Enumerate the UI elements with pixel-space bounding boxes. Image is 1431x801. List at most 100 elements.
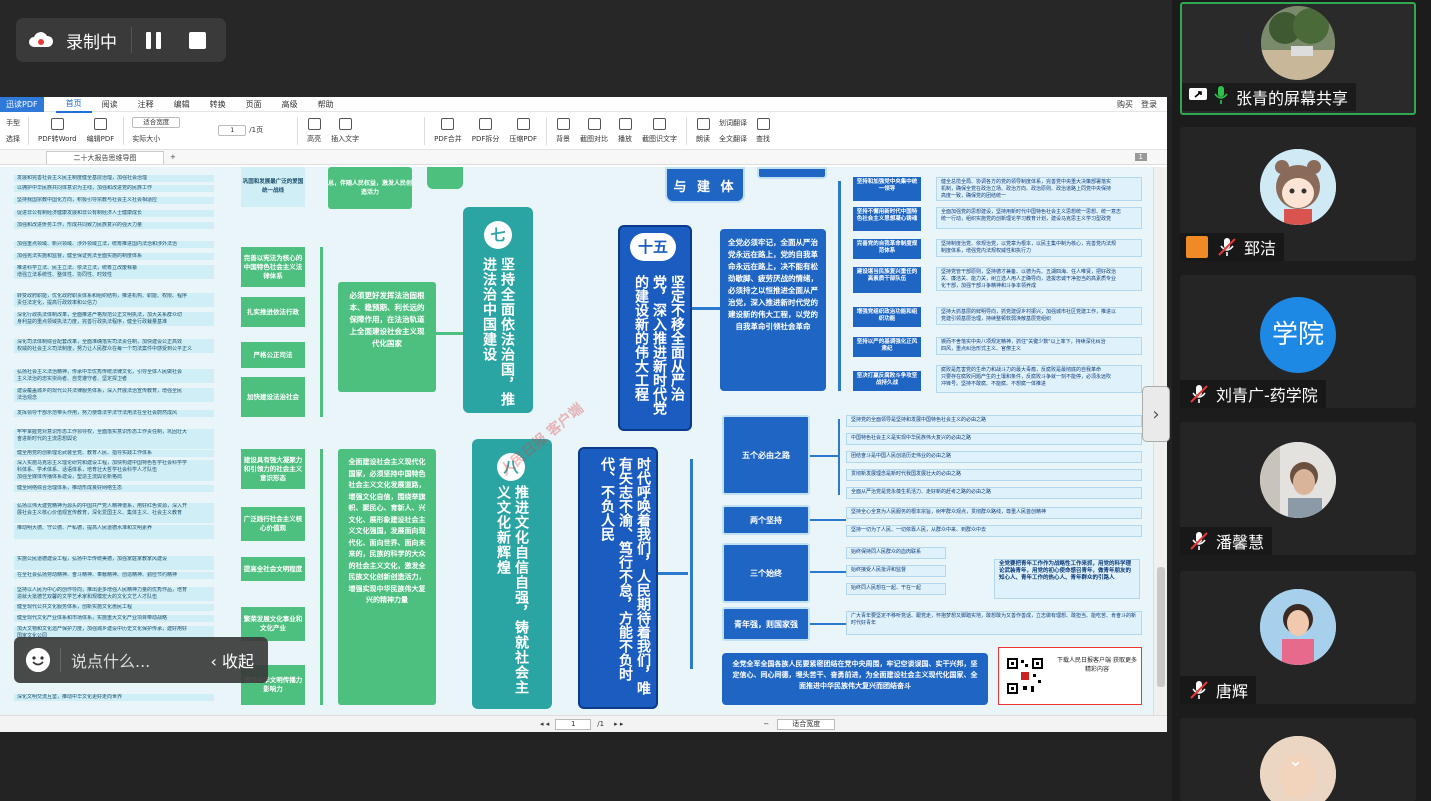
sec8-node-1: 建设具有强大凝聚力和引领力的社会主义意识形态 [241, 449, 305, 489]
mind-map: 发展和完善社会主义民主制度健全基层治理，加强社会治理 以拥护中华民族共同体意识为… [0, 167, 1153, 715]
select-tool[interactable]: 选择 [6, 134, 20, 143]
app-logo[interactable]: 迅读PDF [0, 96, 44, 112]
sec7-node-3: 严格公正司法 [241, 342, 305, 368]
highlight-button[interactable]: 高亮 [302, 113, 326, 149]
compress-pdf-button[interactable]: 压缩PDF [504, 113, 542, 149]
new-tab-icon[interactable]: + [170, 153, 176, 161]
avatar [1260, 149, 1336, 225]
status-page-total: /1 [597, 720, 605, 728]
pdf-split-button[interactable]: PDF拆分 [467, 113, 505, 149]
two-persist-node: 两个坚持 [722, 505, 810, 535]
menu-advanced[interactable]: 高级 [281, 99, 298, 109]
compare-button[interactable]: 截图对比 [575, 113, 613, 149]
insert-text-button[interactable]: 插入文字 [326, 113, 364, 149]
pause-recording-button[interactable] [146, 31, 161, 49]
sec15-node-3: 完善党的自我革命制度规范体系 [853, 239, 921, 259]
full-translate-button[interactable]: 全文翻译 [719, 134, 748, 143]
mm-label: 健全现代文化产业体系和市场体系，实施重大文化产业项目带动战略 [14, 615, 214, 622]
word-translate-button[interactable]: 划词翻译 [719, 118, 748, 127]
hand-tool[interactable]: 手型 [6, 118, 20, 127]
emoji-icon[interactable] [26, 648, 50, 672]
mm-label: 深化司法体制综合配套改革，全面准确落实司法责任制，加快建设公正高效权威的社会主义… [14, 339, 214, 353]
mic-muted-icon [1188, 679, 1210, 701]
document-tab[interactable]: 二十大报告思维导图 [46, 150, 164, 164]
status-page-input[interactable]: 1 [555, 718, 592, 730]
chevron-down-icon[interactable]: ⌄ [1288, 750, 1304, 771]
avatar [1260, 589, 1336, 665]
sec15-node-6: 坚持以严的基调强化正风肃纪 [853, 337, 921, 357]
buy-link[interactable]: 购买 [1117, 99, 1133, 109]
two-persist-item-1: 坚持全心全意为人民服务的根本宗旨，树牢群众观点，贯彻群众路线，尊重人民首创精神 [846, 507, 1142, 519]
mm-top-green-node: 总，伴随人民权益，激发人民创造活力 [328, 167, 412, 209]
mm-label: 弘扬社会主义法治精神，传承中华优秀传统法律文化，引导全体人民做社会主义法治的忠实… [14, 369, 214, 383]
participant-tile[interactable]: ⌄ [1180, 718, 1416, 801]
collapse-chat-button[interactable]: ‹ 收起 [210, 652, 255, 671]
participant-tile[interactable]: 郅洁 [1180, 127, 1416, 261]
sec7-number-badge: 七 [484, 221, 512, 249]
menu-annotate[interactable]: 注释 [137, 99, 154, 109]
ocr-button[interactable]: 截图识文字 [637, 113, 682, 149]
zoom-select[interactable]: 适合宽度 [132, 117, 181, 128]
sec15-node-4: 建设堪当民族复兴重任的高素质干部队伍 [853, 267, 921, 293]
mm-label: 以拥护中华民族共同体意识为主线，加强和改进党的民族工作 [14, 185, 214, 192]
mm-label: 加强宪法实施和监督，健全保证宪法全面实施的制度体系 [14, 253, 214, 260]
five-musts-item-4: 贯彻新发展理念是新时代我国发展壮大的必由之路 [846, 469, 1142, 481]
sec7-title-column: 坚持全面依法治国，推进法治中国建设 [463, 207, 533, 413]
mm-label: 实施公民道德建设工程，弘扬中华传统美德，加强家庭家教家风建设 [14, 556, 214, 570]
pdf-merge-button[interactable]: PDF合并 [429, 113, 467, 149]
five-musts-item-5: 全面从严治党是党永葆生机活力、走好新的赶考之路的必由之路 [846, 487, 1142, 499]
menu-page[interactable]: 页面 [245, 99, 262, 109]
mm-label: 推进科学立法、民主立法、依法立法，统筹立改废释纂增强立法系统性、整体性、协同性、… [14, 265, 214, 279]
prev-page-icon[interactable]: ◂ ◂ [540, 720, 550, 728]
three-musts-item-3: 始终同人民想在一起、干在一起 [846, 583, 946, 595]
find-button[interactable]: 查找 [751, 113, 775, 149]
word-icon [50, 117, 64, 130]
read-aloud-button[interactable]: 朗读 [691, 113, 715, 149]
qr-card[interactable]: 下载人民日报客户端 获取更多精彩内容 [998, 647, 1142, 705]
mm-detail: 健全总揽全局、协调各方的党的领导制度体系，完善党中央重大决策部署落实机制，确保全… [936, 177, 1142, 201]
participant-name: 刘青广-药学院 [1216, 386, 1318, 405]
status-zoom-select[interactable]: 适合宽度 [777, 718, 836, 730]
menu-home[interactable]: 首页 [55, 96, 92, 113]
mm-label: 健全网络综合治理体系，推动形成良好网络生态 [14, 485, 214, 492]
participant-tile[interactable]: 学院 刘青广-药学院 [1180, 275, 1416, 408]
document-tab-bar: 二十大报告思维导图 + 1 [0, 150, 1167, 165]
chat-input[interactable]: 说点什么... [71, 652, 151, 671]
pdf-to-word-button[interactable]: PDF转Word [33, 113, 82, 149]
sec15-node-7: 坚决打赢反腐败斗争攻坚战持久战 [853, 371, 921, 391]
mic-muted-icon [1216, 236, 1238, 258]
next-page-icon[interactable]: ▸ ▸ [614, 720, 624, 728]
participant-tile[interactable]: 张青的屏幕共享 [1180, 2, 1416, 115]
edit-pdf-button[interactable]: 编辑PDF [82, 113, 120, 149]
scrollbar-thumb[interactable] [1157, 567, 1165, 687]
mm-top-blue-bar [757, 167, 827, 179]
five-musts-item-3: 团结奋斗是中国人民创造历史伟业的必由之路 [846, 451, 1142, 463]
participant-tile[interactable]: 潘馨慧 [1180, 422, 1416, 555]
text-icon [338, 117, 352, 130]
page-total: /1页 [249, 126, 264, 134]
mm-label: 发挥领导干部示范带头作用，努力使尊法学法守法用法在全社会蔚然成风 [14, 410, 214, 417]
page-input[interactable]: 1 [218, 125, 247, 136]
participant-tile[interactable]: 唐辉 [1180, 571, 1416, 704]
actual-size-button[interactable]: 实际大小 [132, 135, 161, 143]
login-link[interactable]: 登录 [1141, 99, 1157, 109]
play-button[interactable]: 播放 [613, 113, 637, 149]
participant-name: 郅洁 [1244, 239, 1277, 258]
menu-read[interactable]: 阅读 [101, 99, 118, 109]
mm-label: 健全用党的创新理论武装全党、教育人民、指导实践工作体系 [14, 450, 214, 457]
stop-recording-button[interactable] [189, 31, 206, 49]
menu-edit[interactable]: 编辑 [173, 99, 190, 109]
pdf-canvas[interactable]: 发展和完善社会主义民主制度健全基层治理，加强社会治理 以拥护中华民族共同体意识为… [0, 167, 1153, 715]
menu-convert[interactable]: 转换 [209, 99, 226, 109]
menu-help[interactable]: 帮助 [317, 99, 334, 109]
participants-panel: 张青的屏幕共享 郅洁 学院 刘青广-药学院 [1172, 0, 1431, 801]
zoom-out-icon[interactable]: − [763, 720, 770, 728]
panel-toggle-button[interactable]: › [1142, 386, 1170, 442]
mm-detail: 腐败是危害党的生命力和战斗力的最大毒瘤，反腐败是最彻底的自我革命只要存在腐败问题… [936, 365, 1142, 393]
compare-icon [587, 117, 601, 130]
mm-label: 深化文明交流互鉴，推动中华文化更好走向世界 [14, 694, 214, 701]
background-button[interactable]: 背景 [551, 113, 575, 149]
mm-label: 健全现代公共文化服务体系，创新实施文化惠民工程 [14, 604, 214, 611]
screen-share-icon [1188, 87, 1208, 107]
mm-label: 深化行政执法体制改革，全面推进严格规范公正文明执法，加大关系群众切身利益的重点领… [14, 312, 214, 326]
